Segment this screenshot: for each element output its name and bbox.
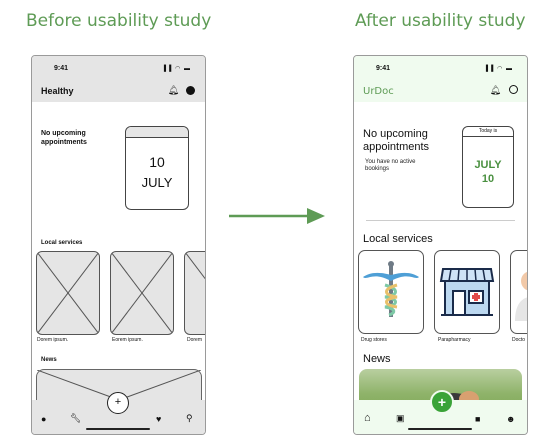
calendar-day: 10 [149, 154, 165, 170]
home-indicator [86, 428, 150, 430]
location-icon[interactable]: ● [41, 414, 47, 424]
signal-icon: ▐▐ ◠ ▬ [161, 66, 191, 72]
app-title: UrDoc [363, 86, 394, 97]
after-heading: After usability study [355, 11, 526, 31]
before-phone: 9:41 ▐▐ ◠ ▬ Healthy 🔔︎ No upcoming appoi… [31, 55, 206, 435]
add-button[interactable]: + [430, 390, 454, 414]
no-bookings-subtitle: You have no active bookings [365, 159, 416, 172]
caduceus-icon [363, 261, 419, 317]
calendar-day: 10 [481, 173, 495, 185]
drug-stores-card[interactable] [358, 250, 424, 334]
doctor-icon [515, 271, 527, 321]
news-label: News [363, 353, 391, 365]
top-bar: 9:41 ▐▐ ◠ ▬ Healthy 🔔︎ [32, 56, 205, 102]
bell-icon[interactable]: 🔔︎ [167, 85, 179, 95]
signal-icon: ▐▐ ◠ ▬ [483, 66, 513, 72]
doctor-card[interactable] [510, 250, 527, 334]
add-button[interactable]: + [107, 392, 129, 414]
calendar-cap [126, 127, 188, 138]
news-label: News [41, 357, 57, 363]
status-time: 9:41 [54, 65, 69, 72]
user-settings-icon[interactable]: ☻ [506, 414, 516, 424]
status-time: 9:41 [376, 65, 391, 72]
calendar-icon[interactable]: ▣ [396, 413, 405, 423]
today-is-label: Today is [463, 127, 513, 137]
service-card-label: Parapharmacy [438, 337, 471, 343]
after-phone: 9:41 ▐▐ ◠ ▬ UrDoc 🔔︎ No upcoming appoint… [353, 55, 528, 435]
service-card[interactable] [110, 251, 174, 335]
heart-icon[interactable]: ♥ [156, 414, 162, 424]
chat-icon[interactable]: ■ [475, 414, 481, 424]
search-icon[interactable]: ⚲ [186, 413, 193, 423]
divider [366, 220, 515, 221]
home-icon[interactable]: ⌂ [364, 412, 371, 424]
no-appointments-label: No upcoming appointments [363, 128, 430, 153]
service-card-label: Dorem [187, 337, 203, 343]
no-appointments-label: No upcoming appointments [41, 130, 87, 146]
service-card-label: Drug stores [361, 337, 387, 343]
status-bar: 9:41 ▐▐ ◠ ▬ [354, 65, 527, 75]
bell-icon[interactable]: 🔔︎ [489, 85, 501, 95]
app-title: Healthy [41, 86, 74, 96]
top-bar: 9:41 ▐▐ ◠ ▬ UrDoc 🔔︎ [354, 56, 527, 102]
before-heading: Before usability study [26, 11, 212, 31]
calendar-card[interactable]: 10 JULY [125, 126, 189, 210]
service-card[interactable] [36, 251, 100, 335]
calendar-month: JULY [474, 159, 502, 171]
service-card-label: Eorem ipsum. [112, 337, 143, 343]
service-card-label: Docto [512, 337, 526, 343]
service-card[interactable] [184, 251, 205, 335]
parapharmacy-card[interactable] [434, 250, 500, 334]
status-bar: 9:41 ▐▐ ◠ ▬ [32, 65, 205, 75]
calendar-card[interactable]: Today is JULY 10 [462, 126, 514, 208]
arrow-icon [229, 208, 325, 224]
service-card-label: Dorem ipsum. [37, 337, 69, 343]
pharmacy-store-icon [439, 268, 495, 316]
calendar-month: JULY [141, 175, 173, 190]
local-services-label: Local services [363, 233, 433, 245]
local-services-label: Local services [41, 240, 83, 246]
wrench-icon[interactable]: 🔧︎ [70, 413, 82, 423]
profile-icon[interactable] [509, 85, 518, 94]
home-indicator [408, 428, 472, 430]
profile-icon[interactable] [186, 86, 195, 95]
